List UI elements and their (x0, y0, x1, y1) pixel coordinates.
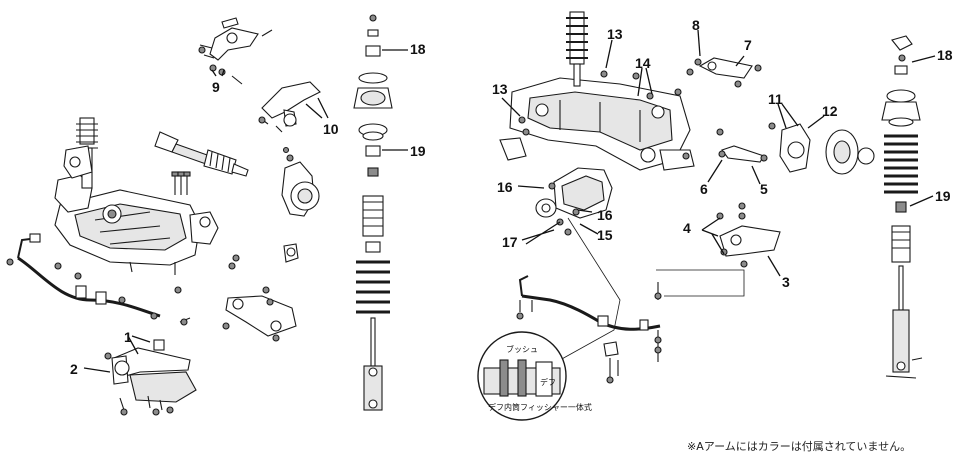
inset-caption: デフ内筒フィッシャー一体式 (488, 402, 592, 412)
front-lower-arm-tension (174, 254, 297, 342)
rear-coilover-column (881, 35, 923, 379)
callout-16-right: 16 (597, 207, 613, 223)
callout-3: 3 (782, 274, 790, 290)
callout-18-front: 18 (410, 41, 426, 57)
front-crossmember-assembly (54, 174, 219, 275)
callout-2: 2 (70, 361, 78, 377)
callout-15: 15 (597, 227, 613, 243)
front-bolts-small (171, 171, 191, 195)
front-knuckle-hub (281, 146, 320, 263)
callout-14: 14 (635, 55, 651, 71)
rear-knuckle-hub-11-12 (768, 122, 875, 175)
footnote: ※Aアームにはカラーは付属されていません。 (687, 440, 911, 453)
rear-subframe-assembly (499, 77, 695, 171)
front-upper-control-arm-10 (258, 81, 321, 133)
callout-5: 5 (760, 181, 768, 197)
diff-bushing-inset (477, 331, 567, 421)
callout-16-left: 16 (497, 179, 513, 195)
callout-19-rear: 19 (935, 188, 951, 204)
callout-19-front: 19 (410, 143, 426, 159)
rear-lower-arm-3-4 (716, 202, 781, 268)
callout-10: 10 (323, 121, 339, 137)
rear-differential (535, 167, 613, 236)
front-driveshaft (154, 131, 249, 177)
callout-1: 1 (124, 329, 132, 345)
callout-13-top: 13 (607, 26, 623, 42)
rear-bushings-13-14 (518, 70, 690, 160)
front-strut-assembly (63, 117, 98, 189)
stabilizer-connector (656, 269, 745, 297)
callout-13-left: 13 (492, 81, 508, 97)
callout-6: 6 (700, 181, 708, 197)
callout-4: 4 (683, 220, 691, 236)
callout-12: 12 (822, 103, 838, 119)
callout-8: 8 (692, 17, 700, 33)
rear-upper-arm-7-8 (686, 57, 762, 88)
callout-7: 7 (744, 37, 752, 53)
inset-diff-label: デフ (540, 377, 556, 387)
callout-18-rear: 18 (937, 47, 953, 63)
rear-toe-link-5-6 (716, 128, 768, 163)
leader-lines (83, 29, 936, 373)
callout-17: 17 (502, 234, 518, 250)
front-stabilizer-bar (6, 233, 191, 326)
diff-inset-connector (559, 217, 621, 361)
callout-9: 9 (212, 79, 220, 95)
front-lower-link-1-2 (104, 339, 197, 416)
callout-11: 11 (768, 91, 783, 107)
inset-bush-label: ブッシュ (506, 344, 538, 354)
front-coilover-column (353, 14, 393, 411)
rear-stabilizer-bar (516, 275, 662, 384)
rear-upper-strut-top (566, 11, 588, 87)
